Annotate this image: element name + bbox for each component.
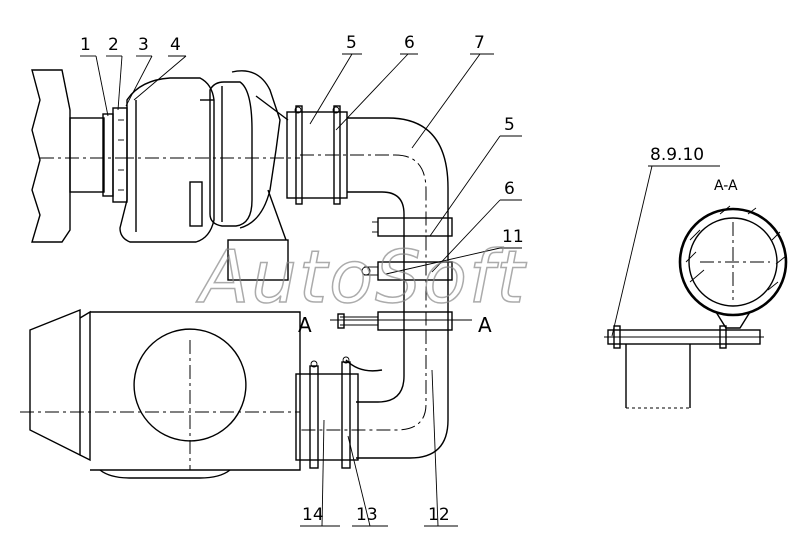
turbocharger: [69, 70, 300, 281]
section-marker-left: A: [298, 313, 312, 337]
section-a-a: [604, 205, 788, 409]
riser-clamps: [337, 217, 453, 331]
engine-block: [31, 69, 120, 243]
callout-4: 4: [170, 35, 181, 55]
callout-7: 7: [474, 33, 485, 53]
lower-hose-connection: [295, 356, 359, 469]
leader-lines: [80, 53, 720, 527]
callout-5-upper: 5: [346, 33, 357, 53]
callout-14: 14: [302, 505, 324, 525]
callout-13: 13: [356, 505, 378, 525]
upper-elbow-pipe: [286, 105, 449, 330]
watermark-logo: AutoSoft: [196, 235, 527, 319]
callout-5-lower: 5: [504, 115, 515, 135]
callout-3: 3: [138, 35, 149, 55]
callout-11: 11: [502, 227, 524, 247]
callout-1: 1: [80, 35, 91, 55]
callout-labels: 1 2 3 4 5 6 7 5 6 11 12 13 14 8.9.10: [80, 33, 704, 525]
section-marker-right: A: [478, 313, 492, 337]
callout-12: 12: [428, 505, 450, 525]
section-cut-line: A A A-A: [298, 178, 738, 337]
section-view-title: A-A: [714, 178, 738, 194]
callout-6-upper: 6: [404, 33, 415, 53]
callout-6-lower: 6: [504, 179, 515, 199]
intake-housing: [20, 308, 301, 479]
lower-elbow-pipe: [300, 320, 449, 459]
callout-2: 2: [108, 35, 119, 55]
callout-8-9-10: 8.9.10: [650, 145, 704, 165]
